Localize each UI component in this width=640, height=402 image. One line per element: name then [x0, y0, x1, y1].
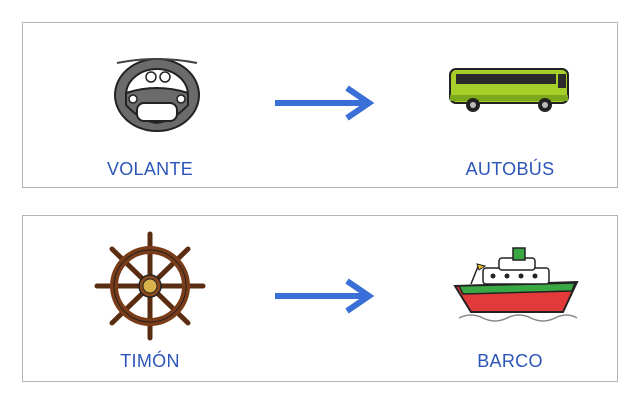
pair-card-volante-autobus: VOLANTE AUTOBÚS: [22, 22, 618, 188]
pair-card-timon-barco: TIMÓN BARCO: [22, 215, 618, 382]
label-timon: TIMÓN: [120, 351, 180, 371]
steering-wheel-icon: [114, 58, 200, 132]
arrow-right-icon: [275, 278, 375, 314]
arrow-right-icon: [275, 85, 375, 121]
label-autobus: AUTOBÚS: [465, 159, 555, 179]
label-barco: BARCO: [477, 351, 543, 371]
bus-icon: [449, 68, 569, 112]
ship-icon: [453, 247, 579, 322]
ship-wheel-icon: [94, 231, 206, 341]
label-volante: VOLANTE: [106, 159, 194, 179]
